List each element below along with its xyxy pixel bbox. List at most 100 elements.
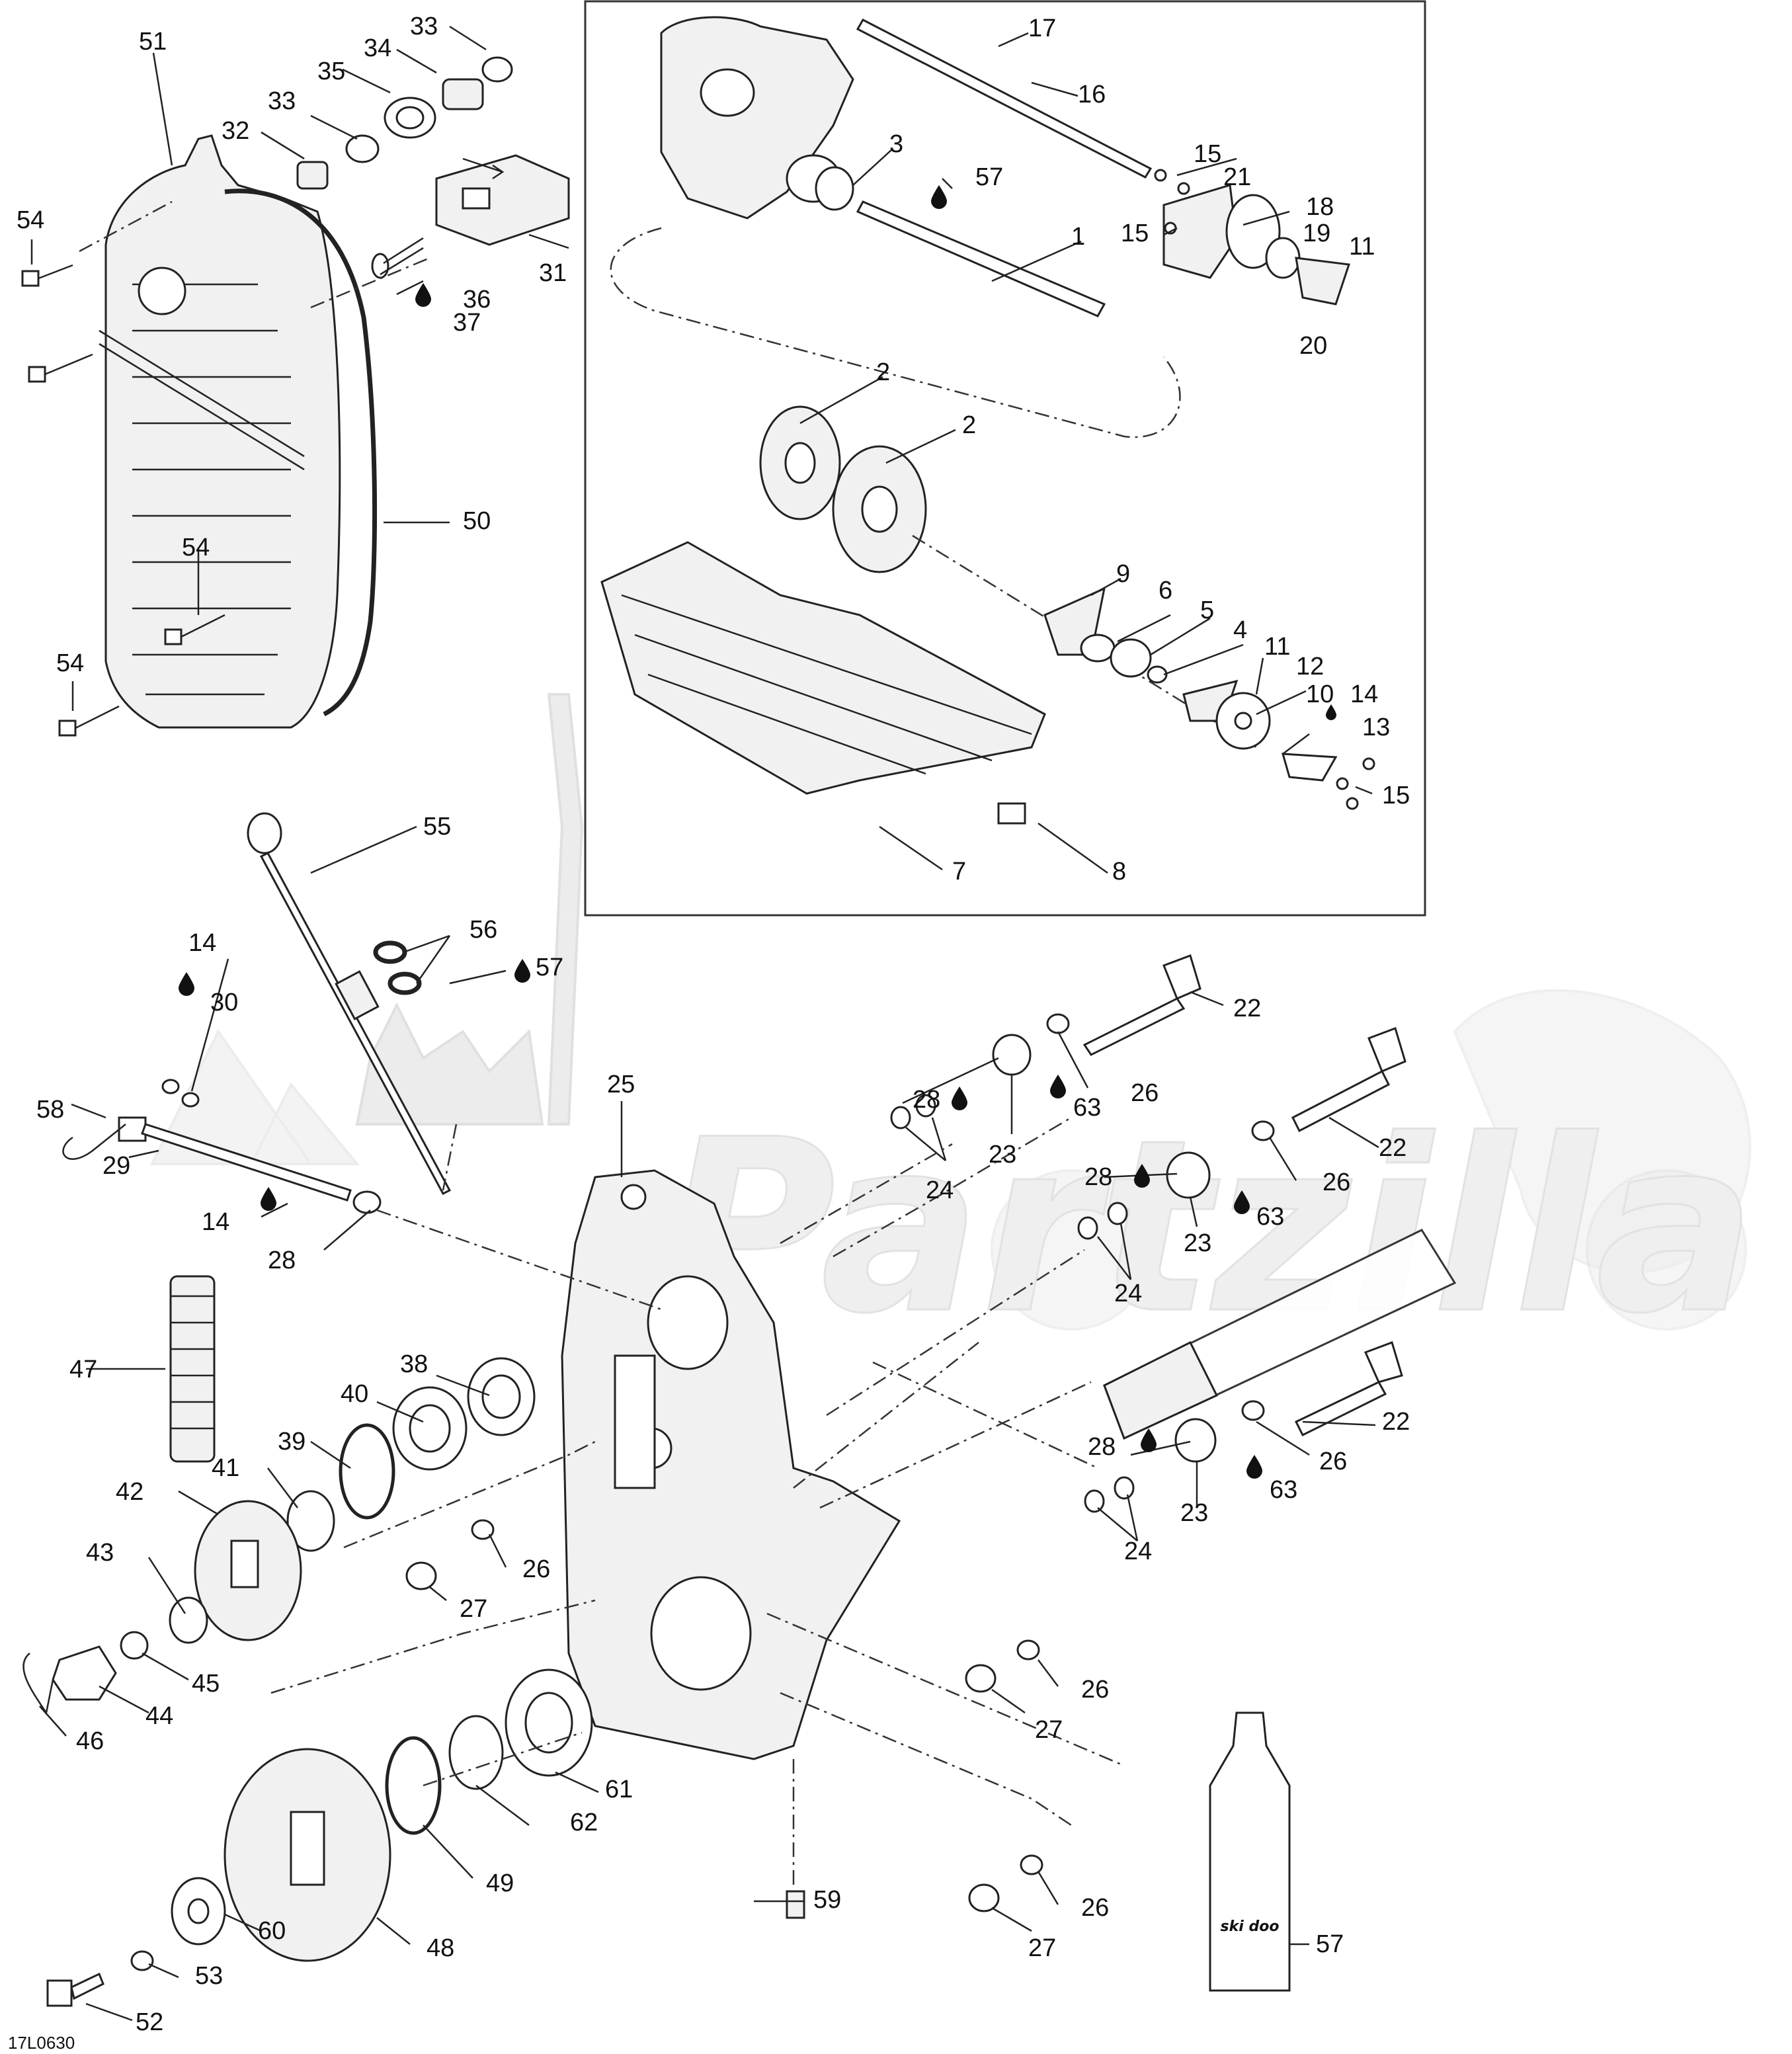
tensioner-block bbox=[435, 154, 570, 246]
callout: 28 bbox=[913, 1086, 940, 1114]
bolts-54 bbox=[21, 264, 225, 737]
nuts-23 bbox=[992, 1034, 1217, 1463]
callout: 35 bbox=[317, 58, 345, 85]
callout: 22 bbox=[1379, 1134, 1406, 1162]
callout: 25 bbox=[607, 1071, 635, 1098]
callout: 14 bbox=[188, 929, 216, 957]
callout: 16 bbox=[1078, 81, 1106, 108]
callout: 54 bbox=[182, 534, 210, 561]
sprocket-a bbox=[759, 405, 841, 520]
bolt-52 bbox=[46, 1972, 104, 2007]
callout: 57 bbox=[1316, 1930, 1344, 1958]
callout: 44 bbox=[145, 1702, 173, 1730]
callout: 15 bbox=[1121, 220, 1149, 247]
drive-chain-loop bbox=[610, 227, 1181, 438]
upper-shaft bbox=[856, 19, 1153, 179]
callout: 27 bbox=[1035, 1716, 1063, 1744]
bottle-label: ski doo bbox=[1221, 1918, 1280, 1935]
callout: 63 bbox=[1270, 1476, 1297, 1504]
callout: 33 bbox=[410, 13, 438, 40]
callout: 53 bbox=[195, 1962, 223, 1990]
seal-3 bbox=[815, 166, 854, 211]
gear-emblem bbox=[138, 267, 186, 315]
callout: 26 bbox=[1081, 1676, 1109, 1704]
callout: 26 bbox=[1131, 1079, 1159, 1107]
track bbox=[600, 541, 1046, 795]
callout: 60 bbox=[258, 1917, 286, 1945]
drive-housing bbox=[660, 16, 854, 220]
washer-53 bbox=[130, 1950, 154, 1971]
callout: 26 bbox=[522, 1555, 550, 1583]
callout: 36 bbox=[463, 286, 491, 313]
callout: 11 bbox=[1264, 633, 1290, 661]
watermark: Partzilla bbox=[149, 693, 1758, 1367]
chain-47 bbox=[169, 1275, 216, 1463]
bolt-22-b bbox=[1291, 1027, 1406, 1133]
callout: 32 bbox=[222, 117, 249, 145]
cover-gasket bbox=[224, 188, 378, 717]
track-clip-8 bbox=[997, 802, 1026, 825]
callout: 26 bbox=[1323, 1169, 1350, 1196]
callout-labels: 51 33 34 35 33 32 54 31 36 37 54 50 54 5… bbox=[17, 13, 1410, 2036]
watermark-text: Partzilla bbox=[661, 1089, 1756, 1366]
callout: 40 bbox=[341, 1380, 368, 1408]
dipstick-55 bbox=[247, 812, 452, 1195]
callout: 42 bbox=[116, 1478, 143, 1506]
callout: 24 bbox=[1124, 1538, 1152, 1565]
inset-track-group bbox=[600, 16, 1375, 825]
callout: 27 bbox=[1028, 1934, 1056, 1962]
callout: 51 bbox=[139, 28, 167, 56]
drive-axle bbox=[856, 200, 1106, 317]
callout: 26 bbox=[1081, 1894, 1109, 1922]
sprocket-b bbox=[832, 445, 927, 573]
callout: 20 bbox=[1299, 332, 1327, 360]
callout: 37 bbox=[453, 309, 481, 337]
callout: 10 bbox=[1306, 680, 1334, 708]
callout: 21 bbox=[1223, 163, 1251, 191]
callout: 57 bbox=[536, 954, 563, 981]
callout: 54 bbox=[56, 649, 84, 677]
callout: 14 bbox=[1350, 680, 1378, 708]
callout: 63 bbox=[1256, 1203, 1284, 1231]
callout: 15 bbox=[1382, 782, 1410, 809]
bolt-22-a bbox=[1082, 954, 1201, 1056]
callout: 48 bbox=[427, 1934, 454, 1962]
callout: 15 bbox=[1194, 140, 1221, 168]
callout: 23 bbox=[1184, 1229, 1211, 1257]
callout: 39 bbox=[278, 1428, 305, 1456]
callout: 30 bbox=[210, 989, 238, 1016]
callout: 62 bbox=[570, 1809, 598, 1836]
callout: 61 bbox=[605, 1776, 633, 1803]
callout: 57 bbox=[975, 163, 1003, 191]
callout: 7 bbox=[952, 858, 966, 885]
pin-29 bbox=[62, 1079, 382, 1214]
callout: 8 bbox=[1112, 858, 1126, 885]
callout: 19 bbox=[1303, 220, 1330, 247]
callout: 47 bbox=[69, 1356, 97, 1383]
callout: 14 bbox=[202, 1208, 229, 1236]
callout: 2 bbox=[962, 411, 976, 439]
callout: 63 bbox=[1073, 1094, 1101, 1122]
callout-leaders bbox=[30, 25, 1379, 2022]
callout: 27 bbox=[460, 1595, 487, 1623]
callout: 17 bbox=[1028, 15, 1056, 42]
callout: 18 bbox=[1306, 193, 1334, 221]
callout: 34 bbox=[364, 34, 391, 62]
callout: 41 bbox=[212, 1454, 239, 1482]
callout: 24 bbox=[1114, 1280, 1142, 1307]
callout: 23 bbox=[1180, 1499, 1208, 1527]
oil-bottle: ski doo bbox=[1209, 1711, 1291, 1992]
inset-frame bbox=[584, 0, 1426, 917]
callout: 59 bbox=[813, 1886, 841, 1914]
document-code: 17L0630 bbox=[8, 2033, 75, 2053]
callout: 38 bbox=[400, 1350, 428, 1378]
callout: 1 bbox=[1071, 223, 1085, 251]
callout: 31 bbox=[539, 259, 567, 287]
callout: 3 bbox=[889, 130, 903, 158]
bearing-parts-upper-right bbox=[1154, 169, 1351, 306]
callout: 22 bbox=[1382, 1408, 1410, 1436]
callout: 50 bbox=[463, 507, 491, 535]
chaincase-cover bbox=[104, 134, 341, 729]
callout: 24 bbox=[926, 1176, 954, 1204]
